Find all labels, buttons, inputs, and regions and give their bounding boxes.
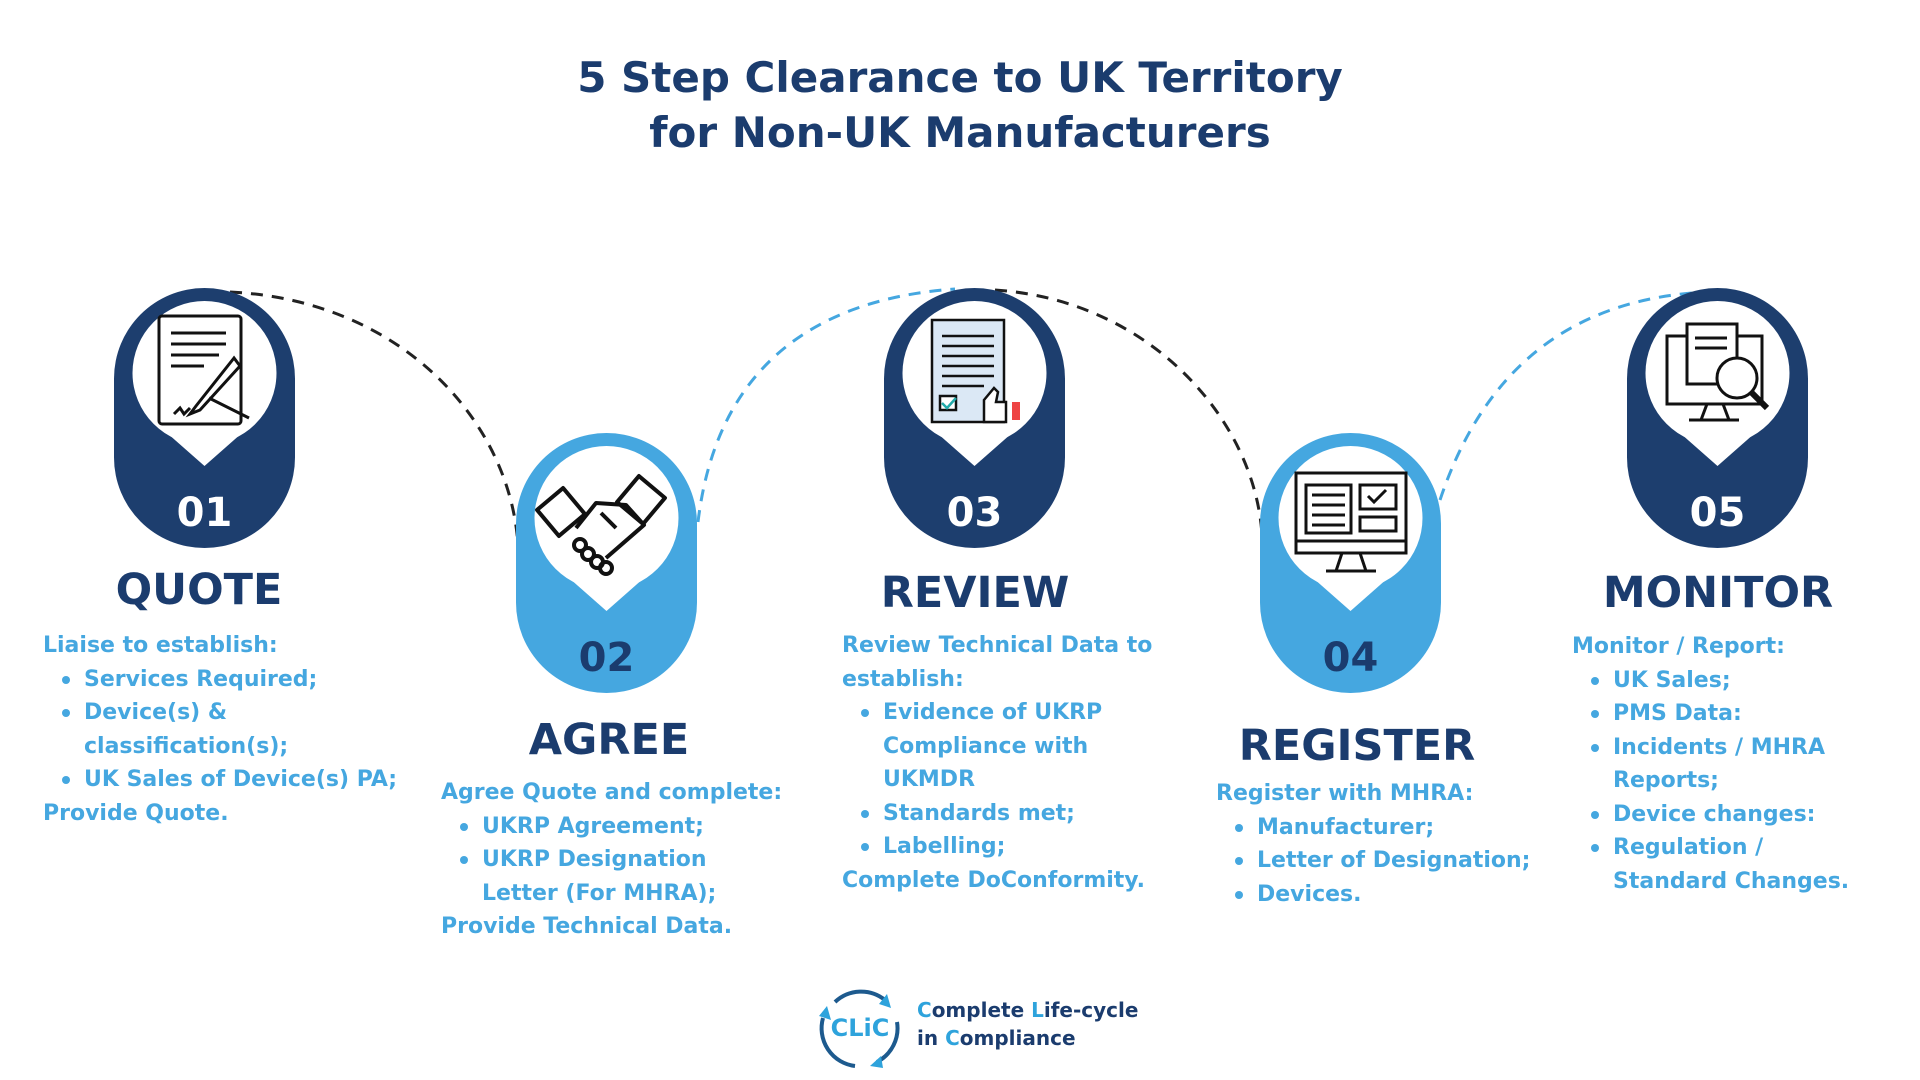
handshake-icon	[535, 474, 667, 576]
list-item: UKRP Designation	[441, 843, 782, 877]
step-4-heading: REGISTER	[1238, 721, 1476, 771]
outro-text: Provide Technical Data.	[441, 914, 733, 939]
step-number: 01	[176, 490, 233, 536]
intro-text-continuation: establish:	[842, 666, 964, 692]
list-item: Device changes:	[1572, 798, 1849, 832]
list-item: Incidents / MHRA	[1572, 731, 1849, 765]
intro-text: Register with MHRA:	[1216, 781, 1474, 806]
arc-2-3	[696, 287, 956, 523]
list-item: Device(s) &	[43, 696, 397, 730]
step-3-pin: 03	[884, 288, 1065, 548]
step-1-heading: QUOTE	[115, 565, 283, 615]
step-3-description: Review Technical Data to establish: Evid…	[842, 629, 1152, 897]
list-item-continuation: Reports;	[1613, 768, 1719, 793]
page-title: 5 Step Clearance to UK Territory for Non…	[0, 50, 1920, 160]
step-4-description: Register with MHRA: Manufacturer; Letter…	[1216, 777, 1530, 911]
step-2-description: Agree Quote and complete: UKRP Agreement…	[441, 776, 782, 944]
list-item: Labelling;	[842, 830, 1152, 864]
list-item-continuation: classification(s);	[84, 733, 289, 759]
list-item: Services Required;	[43, 663, 397, 697]
list-item-continuation: Letter (For MHRA);	[482, 880, 717, 906]
arc-1-2	[229, 290, 520, 546]
intro-text: Monitor / Report:	[1572, 634, 1785, 659]
intro-text: Liaise to establish:	[43, 633, 278, 658]
step-1-description: Liaise to establish: Services Required; …	[43, 629, 397, 830]
step-number: 04	[1322, 635, 1379, 681]
arc-4-5	[1438, 290, 1706, 501]
title-line-1: 5 Step Clearance to UK Territory	[577, 53, 1343, 102]
list-item: PMS Data:	[1572, 697, 1849, 731]
step-5-description: Monitor / Report: UK Sales; PMS Data: In…	[1572, 630, 1849, 898]
step-5-pin: 05	[1627, 288, 1808, 548]
list-item: Evidence of UKRP	[842, 696, 1152, 730]
outro-text: Complete DoConformity.	[842, 867, 1145, 893]
step-5-heading: MONITOR	[1602, 568, 1834, 618]
list-item: Manufacturer;	[1216, 811, 1530, 845]
list-item: UK Sales;	[1572, 664, 1849, 698]
clic-logo: CLiC Complete Life-cycle in Compliance	[815, 982, 1138, 1072]
title-line-2: for Non-UK Manufacturers	[649, 108, 1271, 157]
list-item: Letter of Designation;	[1216, 844, 1530, 878]
computer-form-icon	[1294, 471, 1408, 573]
contract-signing-icon	[157, 314, 250, 426]
step-number: 05	[1689, 490, 1746, 536]
step-2-pin: 02	[516, 433, 697, 693]
step-1-pin: 01	[114, 288, 295, 548]
intro-text: Review Technical Data to	[842, 633, 1153, 658]
list-item: UK Sales of Device(s) PA;	[43, 763, 397, 797]
list-item-continuation: UKMDR	[883, 767, 976, 792]
list-item: Devices.	[1216, 878, 1530, 912]
step-2-heading: AGREE	[528, 715, 690, 765]
document-approval-icon	[930, 318, 1020, 424]
list-item-continuation: Standard Changes.	[1613, 868, 1850, 894]
monitor-search-icon	[1665, 322, 1770, 422]
list-item: Standards met;	[842, 797, 1152, 831]
logo-mark-text: CLiC	[831, 1014, 890, 1042]
step-4-pin: 04	[1260, 433, 1441, 693]
list-item: Regulation /	[1572, 831, 1849, 865]
step-number: 03	[946, 490, 1003, 536]
list-item: UKRP Agreement;	[441, 810, 782, 844]
list-item-continuation: Compliance with	[883, 733, 1089, 759]
cycle-arrows-icon: CLiC	[819, 989, 900, 1068]
step-3-heading: REVIEW	[880, 568, 1070, 618]
arc-3-4	[994, 288, 1264, 536]
intro-text: Agree Quote and complete:	[441, 780, 783, 805]
outro-text: Provide Quote.	[43, 800, 229, 826]
logo-text: Complete Life-cycle in Compliance	[917, 998, 1139, 1050]
step-number: 02	[578, 635, 635, 681]
